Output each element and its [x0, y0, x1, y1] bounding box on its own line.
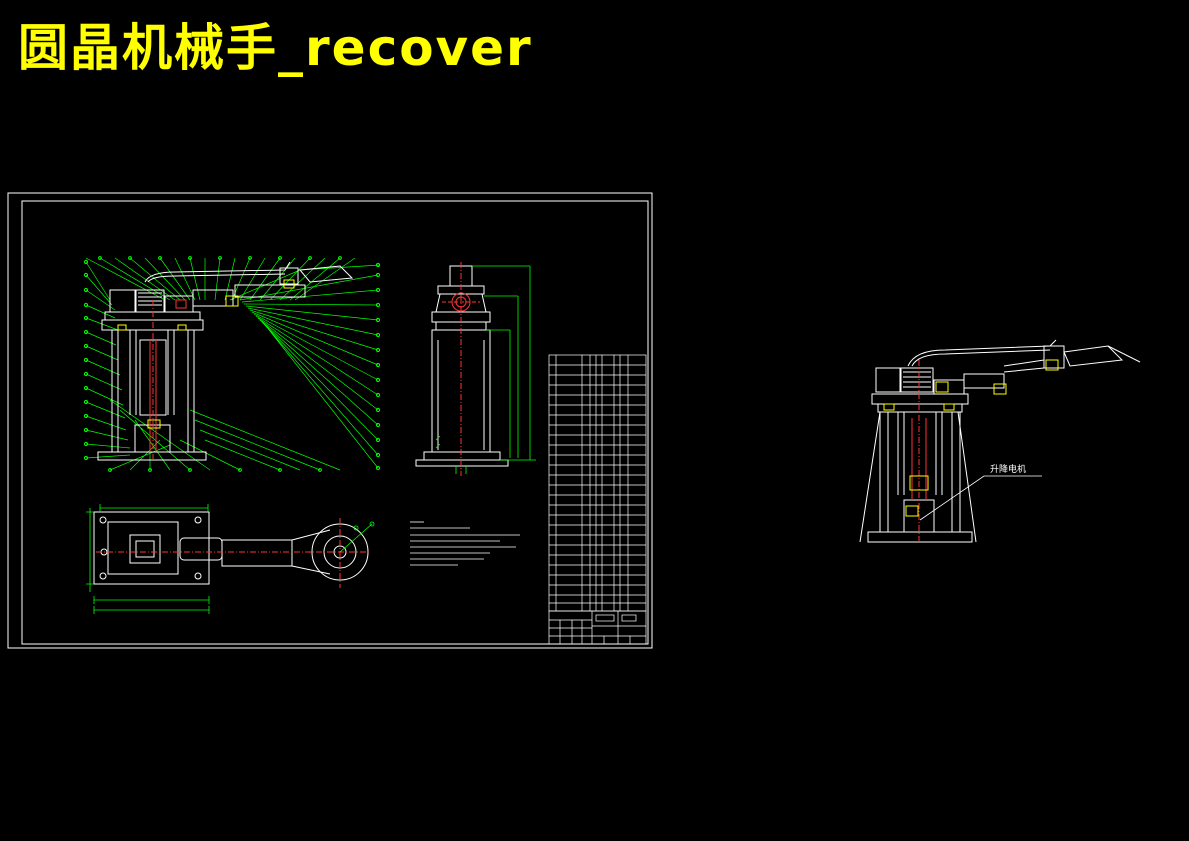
drawing-sheet: [7, 192, 653, 649]
top-view: [86, 504, 375, 614]
front-view-balloons: [83, 256, 381, 472]
sheet-outer-border: [7, 192, 653, 649]
title-block: [548, 610, 647, 645]
motor-callout-label: 升降电机: [990, 463, 1026, 475]
front-view: [83, 256, 381, 472]
sheet-inner-border: [21, 200, 649, 645]
technical-notes: [410, 521, 520, 566]
drawing-title: 圆晶机械手_recover: [18, 19, 533, 77]
side-view: [415, 262, 536, 476]
motor-leader-line: [919, 475, 1042, 521]
standalone-front-view: 升降电机: [859, 339, 1141, 544]
front-view-details: [117, 279, 295, 460]
parts-list: [548, 354, 647, 612]
front-view-leaders: [85, 257, 381, 471]
